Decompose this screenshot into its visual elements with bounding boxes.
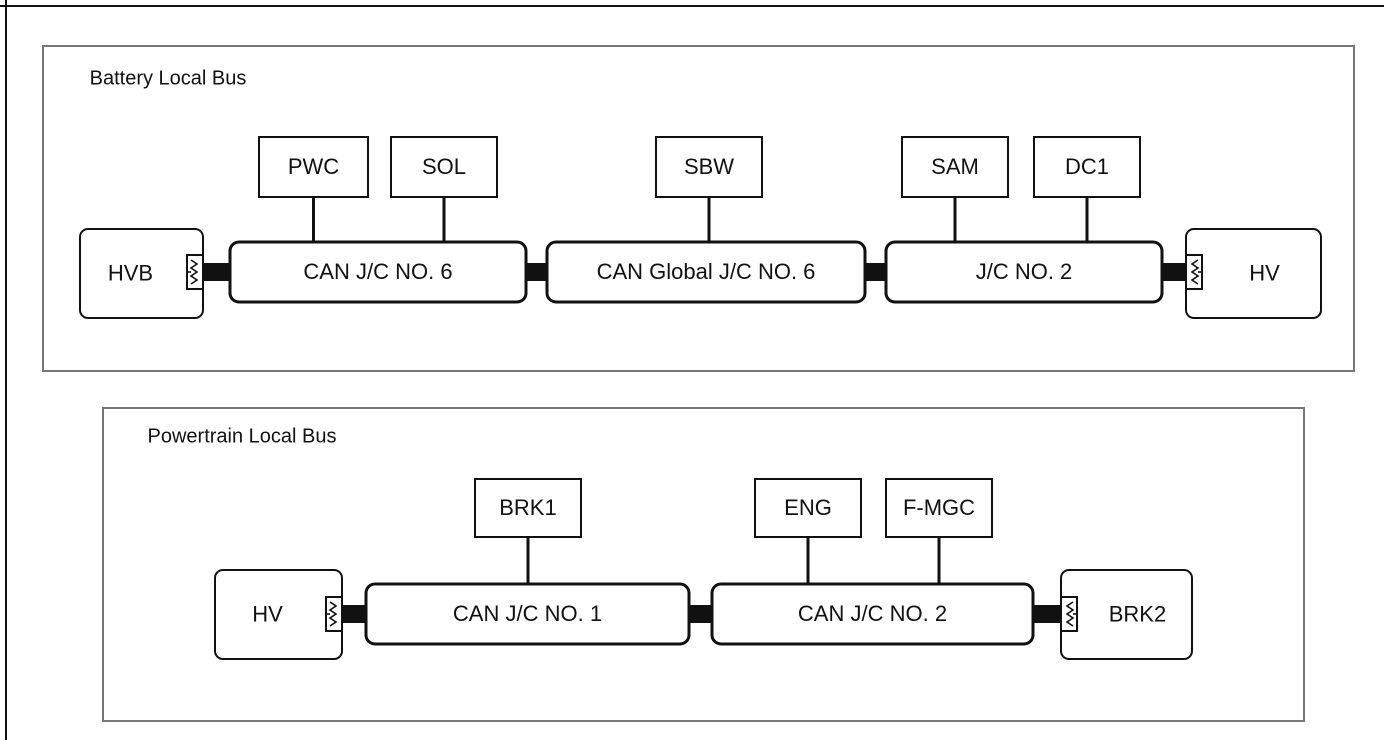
bus-connector — [203, 263, 230, 281]
ecu-node-label: PWC — [288, 154, 339, 179]
terminating-resistor-icon — [325, 596, 343, 632]
junction-connector-box — [545, 240, 867, 304]
terminating-resistor-icon — [186, 254, 204, 290]
panel-title: Battery Local Bus — [90, 67, 247, 89]
junction-connector-box — [884, 240, 1164, 304]
junction-connector-label: CAN J/C NO. 2 — [798, 601, 947, 626]
ecu-node-label: F-MGC — [903, 495, 975, 520]
ecu-node-label: DC1 — [1065, 154, 1109, 179]
bus-connector — [342, 605, 366, 623]
ecu-node-box — [754, 478, 862, 538]
ecu-node-box — [901, 136, 1009, 198]
terminating-resistor-icon — [1060, 596, 1078, 632]
ecu-node-label: SOL — [422, 154, 466, 179]
terminal-ecu-label: BRK2 — [1109, 601, 1166, 626]
ecu-node-box — [474, 478, 582, 538]
bus-connector — [1033, 605, 1061, 623]
terminal-ecu-label: HV — [252, 601, 283, 626]
ecu-node-label: SAM — [931, 154, 979, 179]
bus-connector — [526, 263, 547, 281]
bus-connector — [689, 605, 712, 623]
ecu-node-box — [1033, 136, 1141, 198]
junction-connector-label: CAN Global J/C NO. 6 — [597, 259, 816, 284]
junction-connector-label: CAN J/C NO. 6 — [303, 259, 452, 284]
ecu-node-label: BRK1 — [499, 495, 556, 520]
terminating-resistor-icon — [1185, 254, 1203, 290]
ecu-node-label: ENG — [784, 495, 832, 520]
panel-border — [102, 407, 1305, 722]
ecu-node-box — [655, 136, 763, 198]
panel-border — [42, 45, 1355, 372]
bus-connector — [865, 263, 886, 281]
terminal-ecu-label: HV — [1249, 260, 1280, 285]
junction-connector-box — [710, 582, 1035, 646]
junction-connector-label: CAN J/C NO. 1 — [453, 601, 602, 626]
junction-connector-box — [228, 240, 528, 304]
ecu-node-box — [390, 136, 498, 198]
junction-connector-label: J/C NO. 2 — [976, 259, 1073, 284]
bus-connector — [1162, 263, 1186, 281]
ecu-node-box — [258, 136, 369, 198]
ecu-node-box — [885, 478, 993, 538]
panel-title: Powertrain Local Bus — [148, 425, 337, 447]
ecu-node-label: SBW — [684, 154, 734, 179]
terminal-ecu-label: HVB — [108, 260, 153, 285]
